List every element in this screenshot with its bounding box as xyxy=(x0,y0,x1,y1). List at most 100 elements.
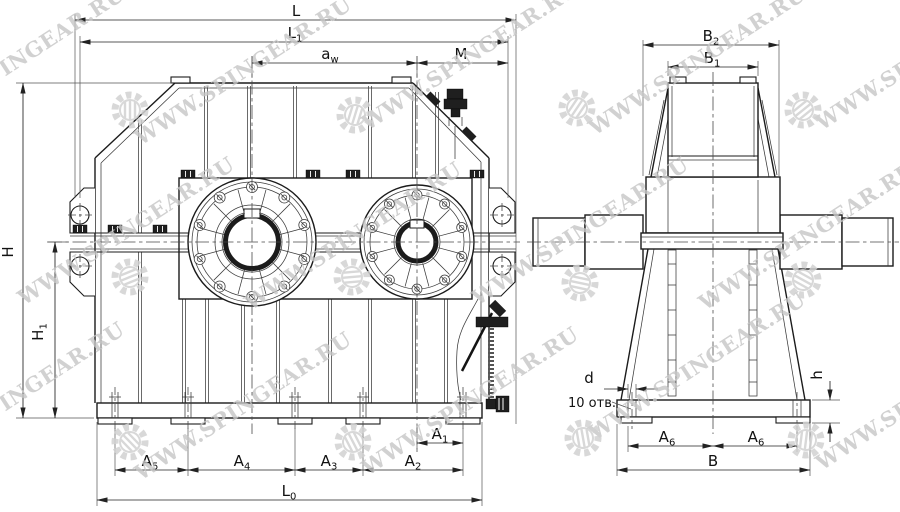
housing-outline xyxy=(94,82,490,403)
dim-label-h: h xyxy=(808,370,826,380)
cover-spoke xyxy=(438,229,462,237)
cover-bolt-center xyxy=(459,224,465,231)
flange-bolts xyxy=(72,169,485,234)
cover-bolt-center xyxy=(216,194,223,201)
cover-spoke xyxy=(199,227,225,235)
side-view xyxy=(527,72,899,434)
breather-plug xyxy=(425,88,477,159)
cover-spoke xyxy=(213,203,232,222)
top-pad-right xyxy=(391,76,412,84)
cover-spoke xyxy=(422,197,430,221)
cover-spoke xyxy=(372,247,396,255)
cover-spoke xyxy=(237,269,245,295)
rib xyxy=(412,86,416,178)
cover-bolt-center xyxy=(216,283,223,290)
dim-label-A4: A4 xyxy=(234,452,251,473)
side-slope-walls xyxy=(620,87,806,401)
cover-bolt-center xyxy=(301,256,308,262)
cover-spoke xyxy=(372,229,396,237)
cover-bolt-center xyxy=(386,201,392,207)
cover-spoke xyxy=(422,263,430,287)
foundation-bolt xyxy=(289,392,301,418)
cover-spoke xyxy=(272,203,291,222)
foundation-bolt xyxy=(357,392,369,418)
cover-bolt-center xyxy=(369,224,375,231)
watermark-text: WWW.SPINGEAR.RU xyxy=(356,321,583,480)
cover-spoke xyxy=(432,257,450,275)
rib xyxy=(412,299,416,403)
cover-spoke xyxy=(438,247,462,255)
rib xyxy=(182,299,186,403)
gear-logo-icon xyxy=(562,265,598,301)
rib xyxy=(276,299,280,403)
dim-label-M: M xyxy=(455,45,468,63)
rib xyxy=(138,120,142,233)
cover-bolt-center xyxy=(442,277,448,283)
dim-label-H: H xyxy=(0,246,17,257)
cover-spoke xyxy=(404,263,412,287)
side-base-flange xyxy=(616,399,811,418)
dim-label-H1: H1 xyxy=(29,323,50,341)
foundation-bolt xyxy=(109,392,121,418)
drain-plug xyxy=(485,395,510,413)
dim-label-B2: B2 xyxy=(703,27,720,48)
joint-bolt-icon xyxy=(107,224,123,234)
cover-spoke xyxy=(384,209,402,227)
gear-logo-icon xyxy=(115,95,145,125)
side-foot-left xyxy=(620,416,653,424)
lifting-lugs-right xyxy=(489,187,516,297)
oil-level-gauge xyxy=(456,298,509,407)
watermark-text: WWW.SPINGEAR.RU xyxy=(0,316,129,475)
lifting-lugs-left xyxy=(68,187,95,297)
rib xyxy=(241,299,245,403)
dim-label-B: B xyxy=(708,452,718,470)
foundation-bolt xyxy=(182,392,194,418)
cover-spoke xyxy=(259,269,267,295)
cover-bolt-center xyxy=(196,222,203,228)
rib xyxy=(328,299,332,403)
joint-bolt-icon xyxy=(180,169,196,179)
cover-spoke xyxy=(213,262,232,281)
cover-bolt-center xyxy=(386,277,392,283)
dimensions-side: B2 B1 d 10 отв. A6 A6 B h xyxy=(568,27,840,476)
dim-label-d: d xyxy=(584,369,594,387)
cover-spoke xyxy=(404,197,412,221)
cover-bolt-center xyxy=(442,201,448,207)
dim-label-A3: A3 xyxy=(321,452,338,473)
top-pad-left xyxy=(170,76,191,84)
dim-label-A1: A1 xyxy=(432,425,449,446)
cover-bolt-center xyxy=(459,253,465,260)
cover-spoke xyxy=(384,257,402,275)
side-slope-inner xyxy=(628,91,798,401)
cover-bolt-center xyxy=(281,194,288,201)
cover-spoke xyxy=(279,249,305,257)
rib xyxy=(444,299,448,403)
gear-logo-icon xyxy=(336,261,369,294)
cover-spoke xyxy=(279,227,305,235)
dim-label-A5: A5 xyxy=(142,452,159,473)
cover-spoke xyxy=(272,262,291,281)
watermark-text: WWW.SPINGEAR.RU xyxy=(129,0,356,151)
cover-bolt-center xyxy=(196,256,203,262)
dim-label-A2: A2 xyxy=(405,452,422,473)
dim-label-A6-right: A6 xyxy=(748,428,765,449)
dim-label-L1: L1 xyxy=(288,24,303,45)
dim-label-aw: aw xyxy=(321,45,338,66)
dimensions-front: L L1 aw M H H1 A1 A2 A3 A4 A5 L0 xyxy=(0,2,517,506)
joint-bolt-icon xyxy=(305,169,321,179)
watermark-text: WWW.SPINGEAR.RU xyxy=(810,316,900,475)
cover-spoke xyxy=(199,249,225,257)
dim-label-A6-left: A6 xyxy=(659,428,676,449)
dim-label-B1: B1 xyxy=(704,49,721,70)
base-hole-edges xyxy=(627,400,802,417)
side-top-pad-left xyxy=(669,76,687,84)
base-feet xyxy=(97,387,481,430)
cover-bolt-center xyxy=(369,253,375,260)
cover-spoke xyxy=(432,209,450,227)
rib xyxy=(293,86,297,178)
joint-bolt-icon xyxy=(345,169,361,179)
watermark-text: WWW.SPINGEAR.RU xyxy=(0,0,129,141)
cover-bolt-center xyxy=(301,222,308,228)
